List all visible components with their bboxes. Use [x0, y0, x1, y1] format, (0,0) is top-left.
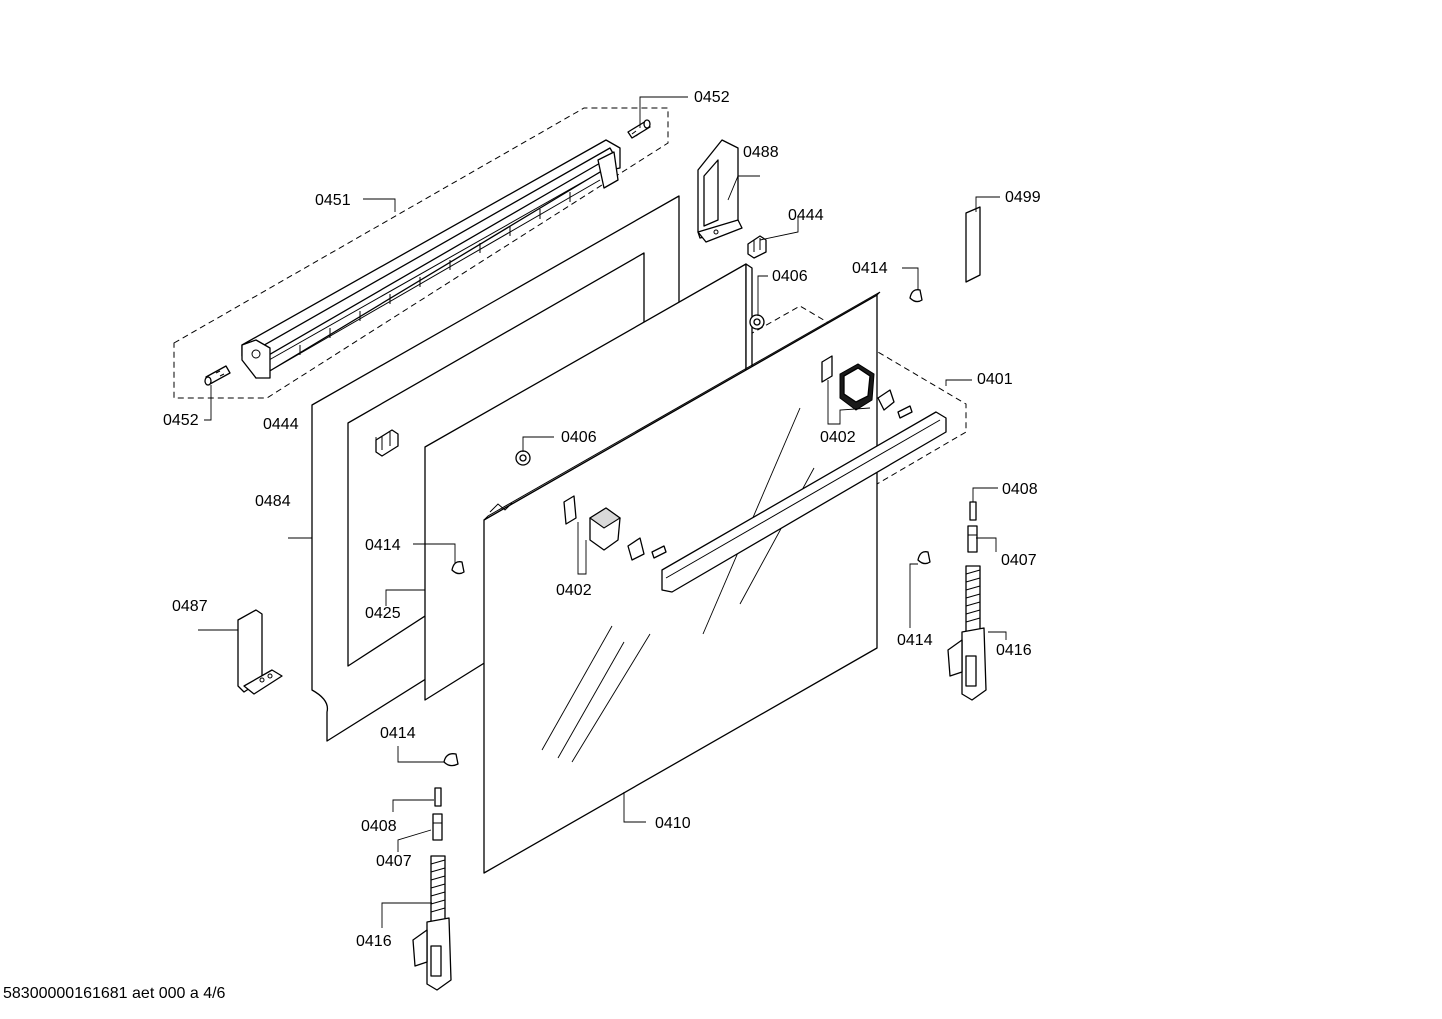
label-0408-right: 0408 [1002, 481, 1038, 498]
bumper-top [909, 289, 923, 303]
handle-mount-lower [563, 495, 645, 561]
bumper-right [917, 551, 931, 565]
label-0414-bottom: 0414 [380, 725, 416, 742]
clip-left [375, 429, 399, 457]
hinge-pin-lower [432, 787, 443, 841]
door-handle-bar [651, 405, 947, 593]
label-0451: 0451 [315, 192, 351, 209]
label-0488: 0488 [743, 144, 779, 161]
label-0407-right: 0407 [1001, 552, 1037, 569]
leader-lines [198, 96, 1007, 928]
label-0414-right: 0414 [897, 632, 933, 649]
label-0444-left: 0444 [263, 416, 299, 433]
label-0401: 0401 [977, 371, 1013, 388]
hinge-lower [412, 855, 452, 991]
label-0444-top: 0444 [788, 207, 824, 224]
label-0499: 0499 [1005, 189, 1041, 206]
label-0402-upper: 0402 [820, 429, 856, 446]
bumper-bottom [443, 753, 459, 767]
hinge-right [947, 565, 987, 701]
label-0402-lower: 0402 [556, 582, 592, 599]
hinge-bracket-right [697, 139, 743, 243]
document-reference-footer: 58300000161681 aet 000 a 4/6 [3, 985, 226, 1002]
end-cap-pin-top [627, 119, 651, 139]
label-0484: 0484 [255, 493, 291, 510]
label-0407-lower: 0407 [376, 853, 412, 870]
label-0410: 0410 [655, 815, 691, 832]
bumper-middle [451, 561, 465, 575]
label-0425: 0425 [365, 605, 401, 622]
top-trim-strip [241, 139, 621, 379]
spacer-upper [749, 314, 765, 330]
handle-mount-upper [821, 355, 895, 411]
label-0487: 0487 [172, 598, 208, 615]
label-0452-bottom: 0452 [163, 412, 199, 429]
label-strip [965, 206, 981, 283]
label-0414-top: 0414 [852, 260, 888, 277]
label-0408-lower: 0408 [361, 818, 397, 835]
hinge-pin-right [967, 501, 978, 553]
spacer-lower [515, 450, 531, 466]
label-0416-lower: 0416 [356, 933, 392, 950]
clip-upper-right [747, 235, 767, 259]
label-0414-middle: 0414 [365, 537, 401, 554]
label-0452-top: 0452 [694, 89, 730, 106]
trim-assembly-dashed-outline [173, 107, 669, 399]
label-0416-right: 0416 [996, 642, 1032, 659]
end-cap-pin-bottom [204, 365, 231, 386]
hinge-bracket-left [237, 609, 283, 695]
label-0406-top: 0406 [772, 268, 808, 285]
label-0406-lower: 0406 [561, 429, 597, 446]
